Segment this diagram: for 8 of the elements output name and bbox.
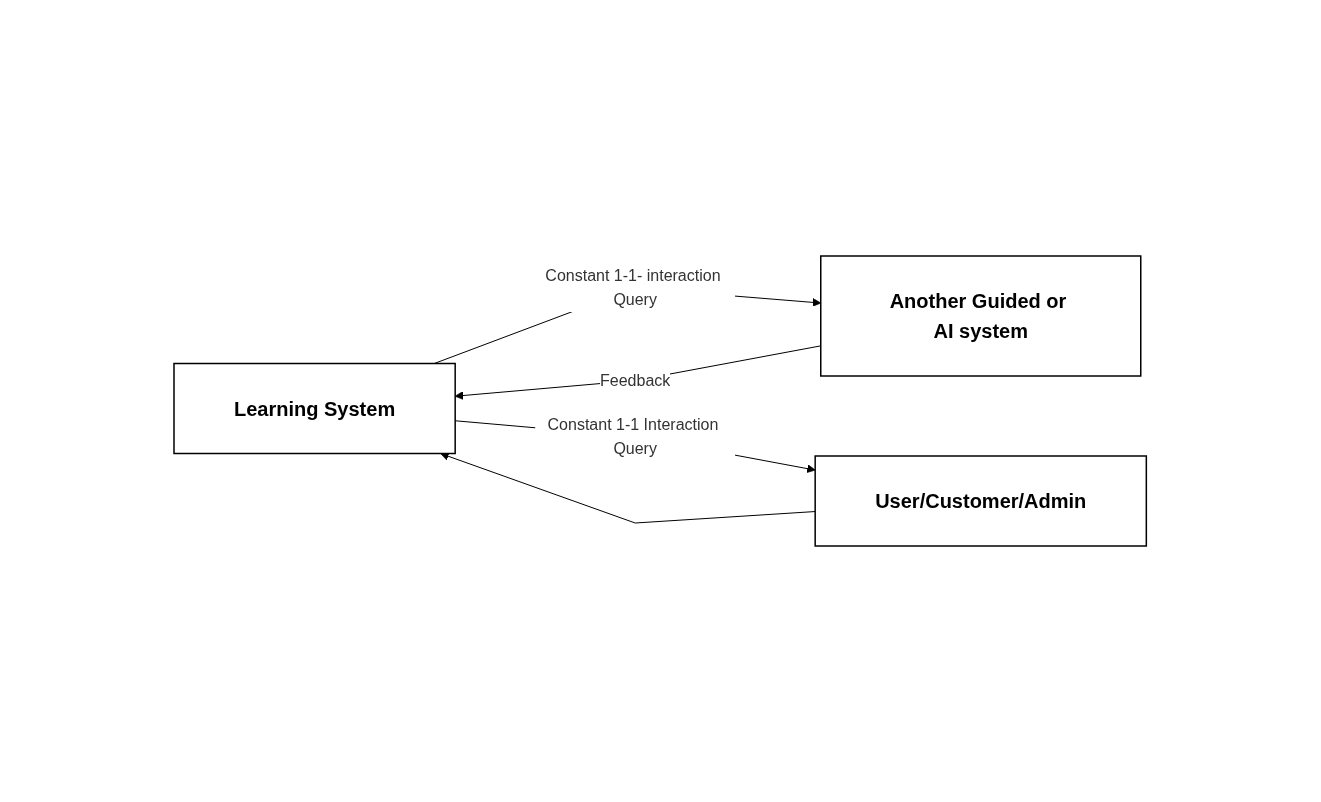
node-box: User/Customer/Admin xyxy=(814,455,1148,547)
arrow xyxy=(455,345,822,400)
node-box: Another Guided or AI system xyxy=(820,255,1142,377)
edge-label: Constant 1-1- interaction Query xyxy=(545,267,721,308)
arrow xyxy=(440,452,816,524)
node-box: Learning System xyxy=(173,362,457,455)
edge-label: Constant 1-1 Interaction Query xyxy=(547,415,719,457)
edge-label: Feedback xyxy=(600,371,671,389)
